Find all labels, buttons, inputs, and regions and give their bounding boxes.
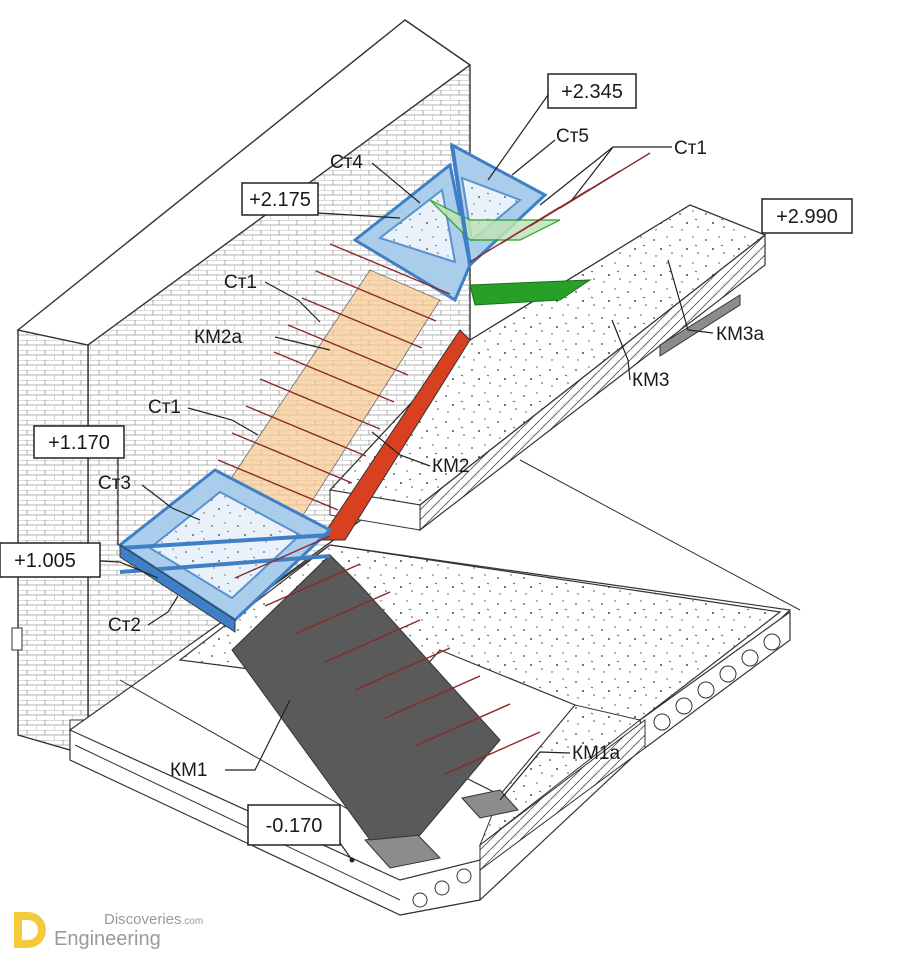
middle-step — [259, 378, 381, 430]
lower-landing — [117, 468, 333, 633]
middle-step — [217, 459, 339, 511]
steps-layer — [217, 152, 651, 775]
elevation-box-4 — [33, 425, 125, 459]
side-wall — [17, 329, 89, 751]
lower-flight — [231, 554, 501, 841]
label-st1-mid: Ст1 — [224, 272, 257, 293]
front-slab-hatch — [479, 718, 646, 871]
label-km3: КМ3 — [632, 370, 669, 391]
leader-lines — [99, 94, 714, 861]
lower-step — [234, 535, 331, 579]
middle-step — [301, 297, 423, 349]
middle-step — [315, 270, 437, 322]
elevation-1: +2.345 — [561, 81, 623, 103]
elevation-box-3 — [761, 198, 853, 234]
elevation-2: +2.175 — [249, 189, 311, 211]
middle-step — [245, 405, 367, 457]
landing-st2-front — [119, 544, 236, 633]
elevation-3: +2.990 — [776, 206, 838, 228]
middle-step — [231, 432, 353, 484]
label-st3: Ст3 — [98, 473, 131, 494]
label-st4: Ст4 — [330, 152, 363, 173]
site-logo: Discoveries.com Engineering — [14, 911, 203, 950]
wall-bracket — [11, 627, 23, 651]
label-km1: КМ1 — [170, 760, 207, 781]
base-plates — [364, 294, 741, 869]
floor-pad — [478, 704, 642, 847]
lower-step — [324, 619, 421, 663]
stringer-km1 — [231, 554, 501, 841]
lower-step — [414, 703, 511, 747]
lower-step — [354, 647, 451, 691]
elevation-4: +1.170 — [48, 432, 110, 454]
element-labels: Ст5 Ст1 Ст4 Ст1 КМ2а КМ3а КМ3 Ст1 КМ2 Ст… — [98, 126, 764, 781]
lower-step — [264, 563, 361, 607]
middle-step — [329, 243, 451, 295]
elevation-box-1 — [547, 73, 637, 109]
top-step — [559, 152, 651, 209]
elevation-6: -0.170 — [266, 815, 323, 837]
logo-line1: Discoveries.com — [104, 911, 203, 928]
logo-line2: Engineering — [54, 928, 161, 950]
lower-step — [384, 675, 481, 719]
front-slab — [69, 729, 481, 916]
label-km3a: КМ3а — [716, 324, 764, 345]
label-km1a: КМ1а — [572, 743, 620, 764]
landing-st4-inner — [377, 188, 457, 264]
label-km2: КМ2 — [432, 456, 469, 477]
lower-step — [294, 591, 391, 635]
label-km2a: КМ2а — [194, 327, 242, 348]
upper-landing — [352, 142, 592, 306]
elevation-5: +1.005 — [14, 550, 76, 572]
green-km3 — [469, 279, 592, 306]
stringer-km2 — [319, 329, 471, 541]
elevation-boxes: +2.345 +2.175 +2.990 +1.170 +1.005 -0.17… — [0, 73, 853, 863]
elevation-box-5 — [0, 542, 101, 578]
label-st5: Ст5 — [556, 126, 589, 147]
elevation-box-6 — [247, 804, 341, 846]
label-st1-top: Ст1 — [674, 138, 707, 159]
elevation-box-2 — [241, 182, 319, 216]
lower-step — [444, 731, 541, 775]
wall-plate-km3a — [659, 294, 741, 357]
label-st1-low: Ст1 — [148, 397, 181, 418]
label-st2: Ст2 — [108, 615, 141, 636]
slab-cores — [653, 633, 781, 731]
base-plate-km1a — [461, 789, 519, 819]
front-slab-cores — [412, 868, 472, 908]
middle-step — [287, 324, 409, 376]
middle-step — [273, 351, 395, 403]
